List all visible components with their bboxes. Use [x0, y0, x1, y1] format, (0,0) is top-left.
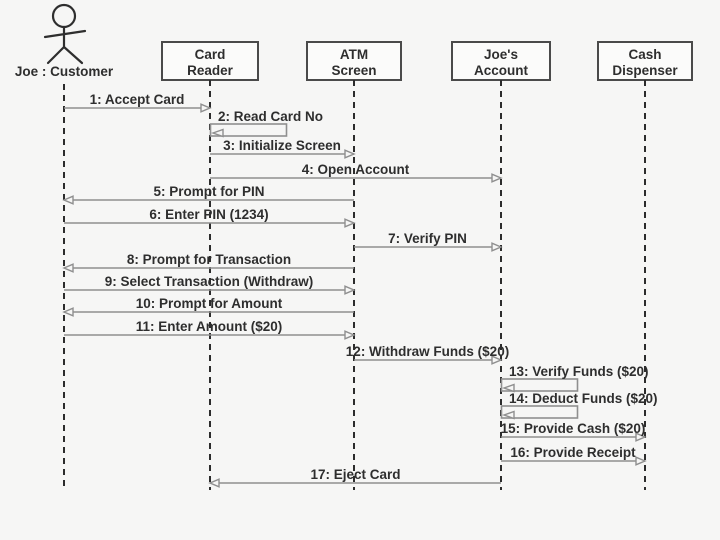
message-arrowhead [62, 195, 74, 205]
participant-label: ATM [340, 47, 368, 62]
self-message-arrowhead [501, 383, 515, 393]
participant-label: Cash [628, 47, 661, 62]
message-arrowhead [635, 432, 647, 442]
message-label: 5: Prompt for PIN [153, 184, 264, 199]
self-message-arrowhead [501, 410, 515, 420]
message-arrowhead [200, 103, 212, 113]
actor-label: Joe : Customer [15, 64, 114, 79]
message-label: 12: Withdraw Funds ($20) [346, 344, 509, 359]
message-arrowhead [344, 285, 356, 295]
message-label: 9: Select Transaction (Withdraw) [105, 274, 313, 289]
message-arrowhead [344, 330, 356, 340]
message-label: 11: Enter Amount ($20) [136, 319, 283, 334]
participant-label: Screen [331, 63, 376, 78]
message-label: 6: Enter PIN (1234) [149, 207, 268, 222]
message-label: 7: Verify PIN [388, 231, 467, 246]
message-label: 4: Open Account [302, 162, 410, 177]
message-label: 13: Verify Funds ($20) [509, 364, 649, 379]
participant-box-card-reader [161, 41, 259, 81]
message-arrowhead [491, 173, 503, 183]
message-label: 16: Provide Receipt [510, 445, 636, 460]
actor-body-icon [43, 25, 87, 65]
self-message-loop [500, 405, 579, 419]
message-arrowhead [62, 307, 74, 317]
message-arrowhead [491, 242, 503, 252]
actor-head-icon [51, 3, 77, 29]
message-label: 15: Provide Cash ($20) [501, 421, 646, 436]
message-label: 2: Read Card No [218, 109, 323, 124]
self-message-arrowhead [210, 128, 224, 138]
self-message-loop [500, 378, 579, 392]
message-arrowhead [208, 478, 220, 488]
message-label: 14: Deduct Funds ($20) [509, 391, 658, 406]
message-arrowhead [344, 149, 356, 159]
message-label: 10: Prompt for Amount [136, 296, 283, 311]
participant-box-cash-dispenser [597, 41, 693, 81]
participant-label: Reader [187, 63, 234, 78]
message-arrowhead [491, 355, 503, 365]
message-label: 8: Prompt for Transaction [127, 252, 291, 267]
participant-label: Joe's [484, 47, 518, 62]
participant-label: Account [474, 63, 529, 78]
message-label: 1: Accept Card [90, 92, 185, 107]
participant-label: Dispenser [612, 63, 678, 78]
message-arrowhead [344, 218, 356, 228]
self-message-loop [209, 123, 288, 137]
message-label: 3: Initialize Screen [223, 138, 341, 153]
message-arrowhead [62, 263, 74, 273]
message-label: 17: Eject Card [310, 467, 400, 482]
participant-label: Card [195, 47, 226, 62]
message-arrowhead [635, 456, 647, 466]
